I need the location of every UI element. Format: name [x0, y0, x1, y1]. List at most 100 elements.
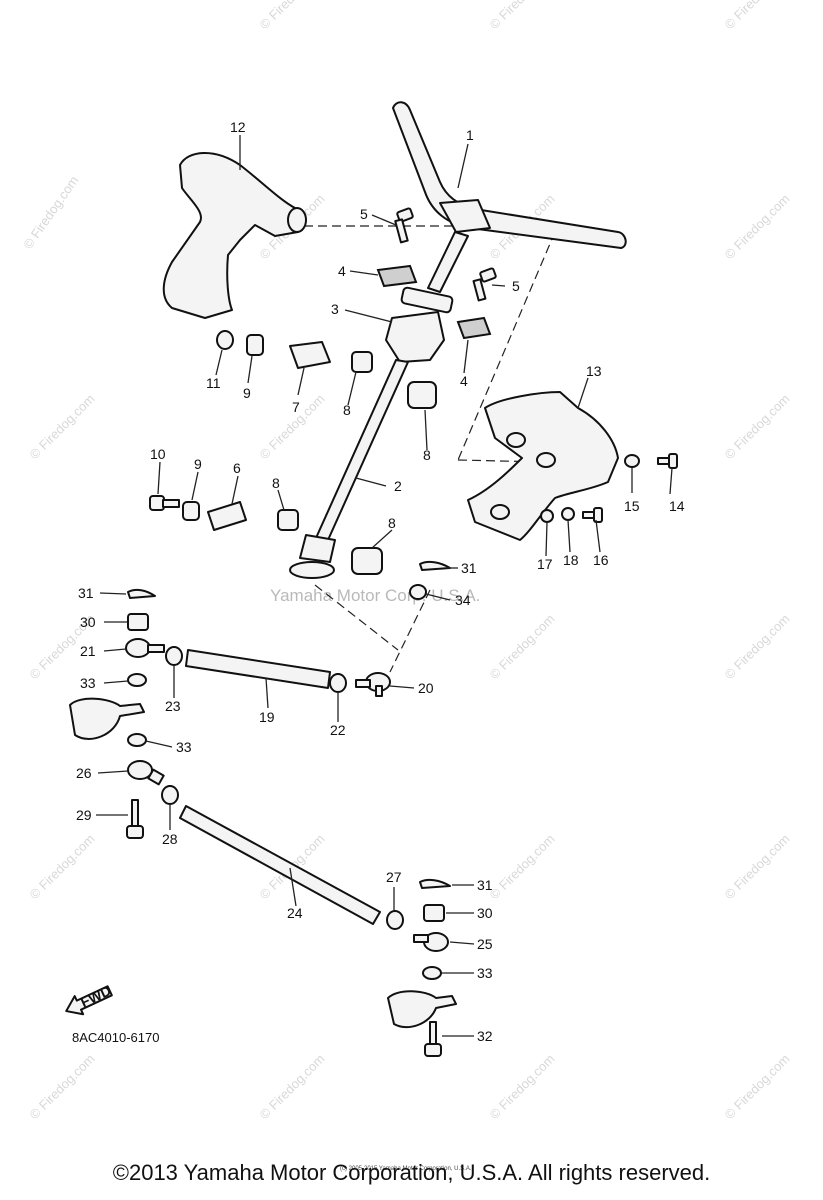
panel-boss-part: [536, 452, 556, 468]
center-watermark: Yamaha Motor Corp. U.S.A.: [270, 586, 480, 605]
column-bracket-part[interactable]: [385, 311, 445, 363]
bolt-part[interactable]: [424, 1021, 442, 1057]
forward-arrow-icon: FWD: [65, 982, 114, 1016]
watermark: © Firedog.com: [257, 1051, 328, 1122]
callout-8: 8: [343, 402, 351, 418]
bracket-part[interactable]: [207, 501, 247, 531]
bolt-part[interactable]: [472, 267, 497, 302]
washer-part[interactable]: [422, 966, 442, 980]
clamp-part[interactable]: [456, 316, 492, 340]
bolt-part[interactable]: [149, 495, 180, 511]
callout-numbers: 1 12 5 5 4 3 4 13 11 9 7 8 8 2 10 9 6 8 …: [76, 119, 685, 1044]
handlebar-part[interactable]: [392, 101, 627, 249]
callout-1: 1: [466, 127, 474, 143]
callout-25: 25: [477, 936, 493, 952]
watermark: © Firedog.com: [487, 831, 558, 902]
collar-part[interactable]: [351, 351, 373, 373]
callout-23: 23: [165, 698, 181, 714]
riser-part[interactable]: [427, 231, 469, 293]
ball-joint-part[interactable]: [355, 672, 391, 697]
callout-18: 18: [563, 552, 579, 568]
cotter-pin-part[interactable]: [127, 588, 156, 599]
callout-31: 31: [461, 560, 477, 576]
callout-27: 27: [386, 869, 402, 885]
screw-part[interactable]: [582, 507, 603, 523]
callout-11: 11: [206, 375, 221, 391]
riser-crossbar-part[interactable]: [400, 286, 454, 314]
watermark: © Firedog.com: [27, 391, 98, 462]
bracket-part[interactable]: [289, 341, 331, 369]
collar-part[interactable]: [182, 501, 200, 521]
washer-part[interactable]: [540, 509, 554, 523]
bolt-part[interactable]: [126, 799, 144, 839]
callout-5: 5: [512, 278, 520, 294]
callout-31: 31: [78, 585, 94, 601]
screw-part[interactable]: [657, 453, 678, 469]
watermark: © Firedog.com: [20, 173, 81, 252]
diagram-code: 8AC4010-6170: [72, 1030, 159, 1045]
callout-34: 34: [455, 592, 471, 608]
cotter-pin-part[interactable]: [419, 560, 451, 571]
callout-3: 3: [331, 301, 339, 317]
callout-9: 9: [243, 385, 251, 401]
steering-column-part[interactable]: [315, 359, 409, 541]
steering-arm-part[interactable]: [387, 990, 457, 1029]
washer-part[interactable]: [127, 673, 147, 687]
bushing-part[interactable]: [407, 381, 437, 409]
tie-rod-upper-part[interactable]: [185, 649, 331, 689]
callout-6: 6: [233, 460, 241, 476]
callout-26: 26: [76, 765, 92, 781]
nut-part[interactable]: [409, 584, 427, 600]
castle-nut-part[interactable]: [127, 613, 149, 631]
forward-arrow-label: FWD: [78, 982, 114, 1010]
callout-33: 33: [176, 739, 192, 755]
locknut-part[interactable]: [386, 910, 404, 930]
watermark: © Firedog.com: [722, 831, 793, 902]
castle-nut-part[interactable]: [423, 904, 445, 922]
washer-part[interactable]: [127, 733, 147, 747]
locknut-part[interactable]: [165, 646, 183, 666]
steering-arm-part[interactable]: [69, 697, 145, 740]
callout-28: 28: [162, 831, 178, 847]
callout-9: 9: [194, 456, 202, 472]
ball-joint-part[interactable]: [125, 638, 165, 658]
callout-16: 16: [593, 552, 609, 568]
callout-14: 14: [669, 498, 685, 514]
watermark: © Firedog.com: [722, 1051, 793, 1122]
ball-joint-part[interactable]: [127, 760, 165, 786]
nut-part[interactable]: [561, 507, 575, 521]
callout-21: 21: [80, 643, 96, 659]
watermark: © Firedog.com: [487, 1051, 558, 1122]
callout-2: 2: [394, 478, 402, 494]
tie-rod-lower-part[interactable]: [179, 805, 381, 925]
callout-29: 29: [76, 807, 92, 823]
bolt-part[interactable]: [394, 207, 414, 244]
washer-part[interactable]: [624, 454, 640, 468]
callout-17: 17: [537, 556, 553, 572]
watermark: © Firedog.com: [487, 0, 558, 32]
locknut-part[interactable]: [161, 785, 179, 805]
handlebar-cover-part[interactable]: [162, 152, 299, 319]
callout-10: 10: [150, 446, 166, 462]
callout-33: 33: [477, 965, 493, 981]
ball-joint-part[interactable]: [413, 932, 449, 952]
clamp-part[interactable]: [376, 264, 418, 288]
bushing-part[interactable]: [351, 547, 383, 575]
panel-boss-part: [490, 504, 510, 520]
callout-8: 8: [388, 515, 396, 531]
callout-8: 8: [272, 475, 280, 491]
collar-part[interactable]: [246, 334, 264, 356]
handlebar-clamp-part[interactable]: [439, 199, 491, 233]
collar-part[interactable]: [277, 509, 299, 531]
column-base-part[interactable]: [299, 534, 336, 563]
cotter-pin-part[interactable]: [419, 878, 451, 889]
watermark: © Firedog.com: [27, 1051, 98, 1122]
locknut-part[interactable]: [329, 673, 347, 693]
nut-part[interactable]: [216, 330, 234, 350]
watermark: © Firedog.com: [722, 191, 793, 262]
callout-13: 13: [586, 363, 602, 379]
column-flange-part[interactable]: [289, 561, 335, 579]
callout-24: 24: [287, 905, 303, 921]
watermark: © Firedog.com: [722, 611, 793, 682]
